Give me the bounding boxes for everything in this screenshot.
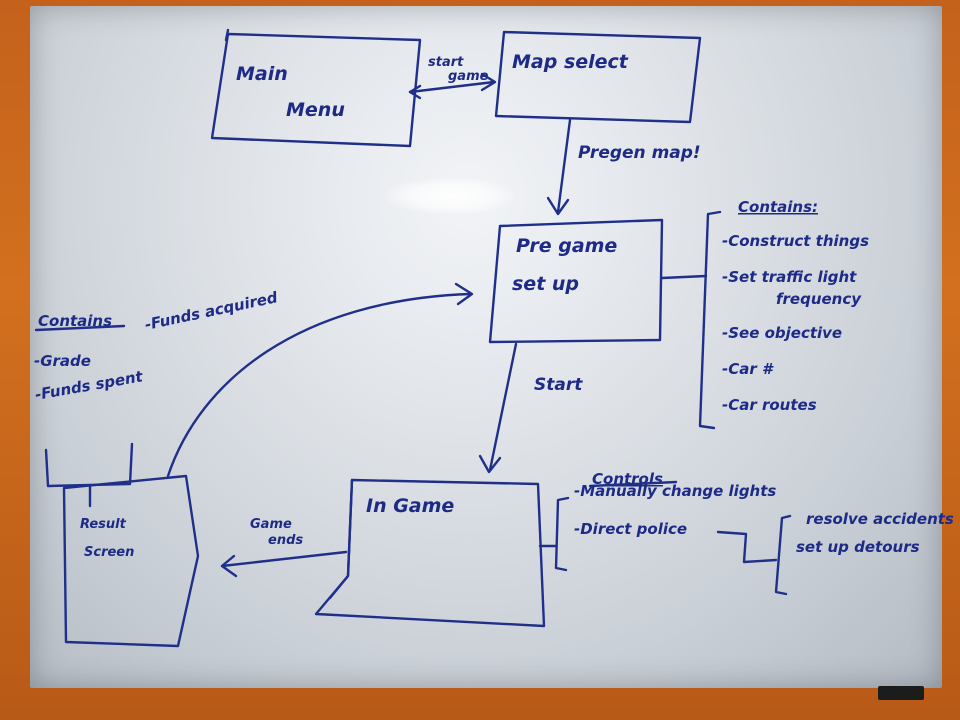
result-notes: Contains -Grade -Funds acquired -Funds s… bbox=[34, 288, 280, 404]
main-menu-node: Main Menu bbox=[210, 28, 422, 148]
pregen-map-label: Pregen map! bbox=[578, 143, 701, 163]
start-game-label-line1: start bbox=[428, 55, 464, 70]
whiteboard-surface bbox=[30, 6, 942, 688]
main-menu-box-tick bbox=[224, 28, 230, 42]
ingame-notes: Controls -Manually change lights -Direct… bbox=[538, 470, 954, 596]
replay-arrow bbox=[166, 282, 474, 478]
start-arrow: Start bbox=[478, 342, 583, 474]
ingame-note-item: -Direct police bbox=[574, 520, 687, 538]
map-select-node: Map select bbox=[494, 30, 702, 124]
start-game-label-line2: game bbox=[448, 69, 489, 84]
replay-arrow-line bbox=[166, 292, 472, 478]
in-game-label: In Game bbox=[366, 495, 454, 517]
pregame-note-item: -Car routes bbox=[722, 396, 817, 414]
pregame-setup-node: Pre game set up bbox=[488, 218, 664, 344]
result-note-item: -Funds spent bbox=[34, 367, 145, 404]
result-note-item: -Funds acquired bbox=[143, 288, 279, 334]
eraser bbox=[878, 686, 924, 700]
start-game-arrow-line bbox=[408, 80, 496, 94]
main-menu-label-line2: Menu bbox=[286, 99, 345, 121]
police-sub-item: set up detours bbox=[796, 538, 920, 556]
game-ends-arrow-head bbox=[220, 554, 238, 578]
start-label: Start bbox=[534, 375, 583, 395]
start-arrow-head bbox=[478, 454, 502, 474]
ingame-note-item: -Manually change lights bbox=[574, 482, 776, 500]
pregame-notes: Contains: -Construct things -Set traffic… bbox=[660, 198, 869, 430]
pregame-note-item: -Set traffic light bbox=[722, 268, 857, 286]
replay-arrow-head bbox=[454, 282, 474, 306]
map-select-label: Map select bbox=[512, 51, 629, 73]
game-ends-arrow-line bbox=[220, 550, 348, 568]
pregame-note-item: -Car # bbox=[722, 360, 774, 378]
result-notes-heading: Contains bbox=[38, 312, 112, 330]
pregame-notes-bracket bbox=[698, 210, 722, 430]
ingame-notes-heading-rule bbox=[588, 480, 678, 488]
pregame-note-item: -Construct things bbox=[722, 232, 869, 250]
police-sub-bracket bbox=[774, 514, 792, 596]
result-screen-box bbox=[62, 474, 200, 648]
start-game-arrow: start game bbox=[408, 55, 497, 100]
map-select-box bbox=[494, 30, 702, 124]
pregame-notes-connector bbox=[660, 274, 708, 280]
ingame-notes-bracket bbox=[554, 496, 570, 572]
police-sub-item: resolve accidents bbox=[806, 510, 954, 528]
result-screen-stand bbox=[44, 442, 134, 488]
pregame-note-item: frequency bbox=[776, 290, 862, 308]
result-screen-label-line2: Screen bbox=[84, 545, 134, 560]
pregame-setup-label-line2: set up bbox=[512, 273, 579, 295]
direct-police-connector bbox=[716, 530, 778, 564]
game-ends-label-line1: Game bbox=[250, 517, 292, 532]
result-notes-heading-rule bbox=[34, 324, 126, 332]
main-menu-box bbox=[210, 32, 422, 148]
pregame-setup-box bbox=[488, 218, 664, 344]
start-game-arrow-tail bbox=[408, 84, 422, 100]
pregame-setup-label-line1: Pre game bbox=[516, 235, 617, 257]
in-game-node: In Game bbox=[314, 478, 546, 628]
pregame-note-item: -See objective bbox=[722, 324, 842, 342]
result-note-item: -Grade bbox=[34, 352, 91, 370]
result-screen-label-line1: Result bbox=[80, 517, 127, 532]
start-game-arrow-head bbox=[480, 72, 497, 92]
pregen-map-arrow-line bbox=[556, 118, 572, 214]
start-arrow-line bbox=[488, 342, 518, 472]
in-game-box-fold bbox=[328, 478, 354, 600]
main-menu-label-line1: Main bbox=[236, 63, 288, 85]
pregame-notes-heading: Contains: bbox=[738, 198, 818, 216]
pregen-map-arrow-head bbox=[546, 196, 570, 216]
game-ends-label-line2: ends bbox=[268, 533, 303, 548]
result-screen-node: Result Screen bbox=[44, 442, 200, 648]
light-glare bbox=[385, 178, 515, 214]
pregen-map-arrow: Pregen map! bbox=[546, 118, 701, 216]
game-ends-arrow: Game ends bbox=[220, 517, 348, 578]
